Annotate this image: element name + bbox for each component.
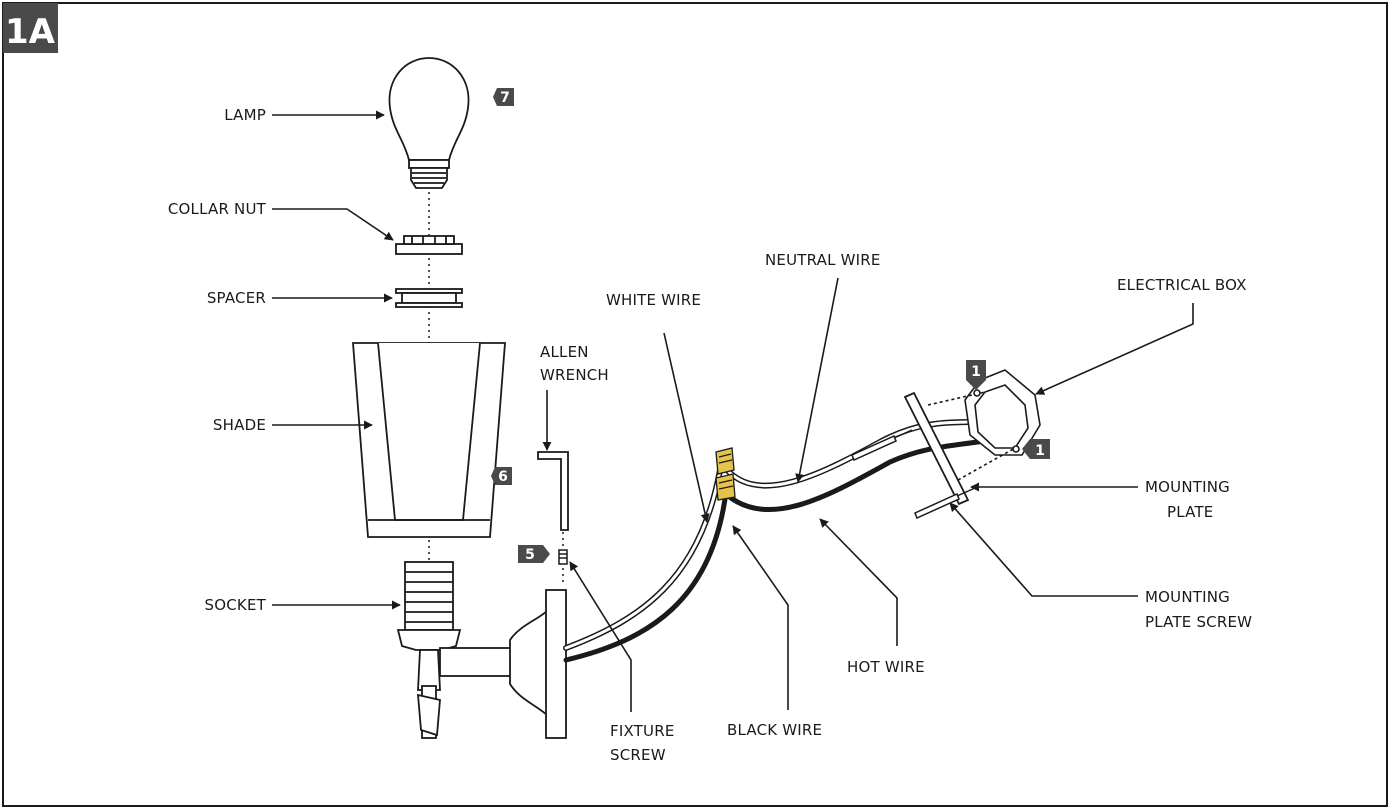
- leader-lines: [272, 110, 1194, 712]
- label-neutral-wire: NEUTRAL WIRE: [765, 251, 881, 269]
- wire-nuts: [715, 447, 736, 501]
- label-mounting-plate-line2: PLATE: [1167, 503, 1213, 521]
- step-tag-box-bottom-number: 1: [1035, 443, 1045, 459]
- step-tag-box-top-number: 1: [971, 364, 981, 380]
- label-lamp: LAMP: [224, 106, 266, 124]
- allen-wrench: [537, 451, 569, 531]
- label-allen-wrench-line2: WRENCH: [540, 366, 609, 384]
- step-tag-lamp-number: 7: [500, 90, 510, 106]
- spacer: [395, 288, 463, 308]
- leader-electrical-box: [1035, 303, 1194, 395]
- label-electrical-box: ELECTRICAL BOX: [1117, 276, 1247, 294]
- wires: [563, 417, 1023, 663]
- figure-badge-label: 1A: [5, 12, 56, 52]
- figure-badge: 1A: [3, 3, 58, 53]
- label-spacer: SPACER: [207, 289, 266, 307]
- collar-nut: [395, 235, 463, 255]
- socket: [396, 561, 462, 739]
- label-fixture-screw-line1: FIXTURE: [610, 722, 675, 740]
- step-tag-fixture-screw-number: 5: [525, 547, 535, 563]
- step-tag-fixture-screw: 5: [518, 545, 550, 563]
- mounting-plate: [903, 391, 970, 506]
- label-mounting-plate-line1: MOUNTING: [1145, 478, 1230, 496]
- step-tag-shade: 6: [491, 467, 512, 485]
- label-white-wire: WHITE WIRE: [606, 291, 701, 309]
- step-tag-lamp: 7: [493, 88, 514, 106]
- leader-hot-wire: [819, 518, 898, 646]
- leader-mounting-plate-screw: [949, 502, 1138, 597]
- leader-black-wire: [732, 525, 789, 710]
- label-mounting-plate-screw-line2: PLATE SCREW: [1145, 613, 1252, 631]
- label-shade: SHADE: [213, 416, 266, 434]
- leader-fixture-screw: [569, 561, 632, 712]
- electrical-box: [927, 369, 1041, 481]
- label-allen-wrench-line1: ALLEN: [540, 343, 589, 361]
- fixture-screw: [558, 549, 568, 565]
- leader-neutral-wire: [795, 277, 839, 483]
- lamp-bulb: [388, 57, 470, 189]
- leader-collar-nut: [272, 208, 394, 241]
- shade: [352, 342, 506, 538]
- label-collar-nut: COLLAR NUT: [168, 200, 267, 218]
- label-black-wire: BLACK WIRE: [727, 721, 822, 739]
- label-fixture-screw-line2: SCREW: [610, 746, 666, 764]
- step-tag-shade-number: 6: [498, 469, 508, 485]
- label-hot-wire: HOT WIRE: [847, 658, 925, 676]
- label-mounting-plate-screw-line1: MOUNTING: [1145, 588, 1230, 606]
- fixture-arm: [439, 589, 567, 739]
- step-tag-box-bottom: 1: [1022, 439, 1050, 459]
- step-tag-box-top: 1: [966, 360, 986, 390]
- label-socket: SOCKET: [205, 596, 267, 614]
- leader-white-wire: [663, 332, 710, 523]
